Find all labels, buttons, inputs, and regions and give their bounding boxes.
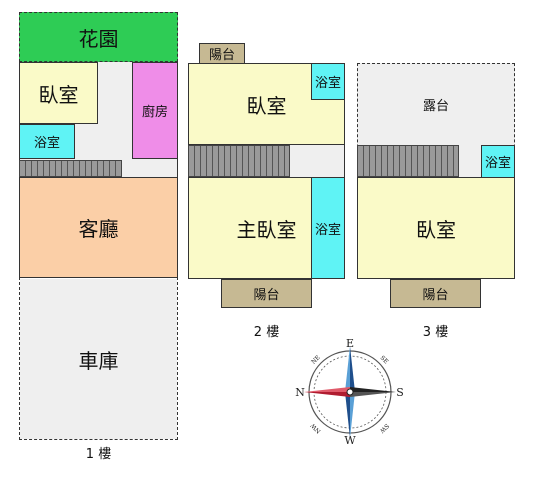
floor-2-bedroom-label: 臥室 [246,93,287,118]
living-room: 客廳 [19,177,178,278]
master-bedroom-label: 主臥室 [236,217,297,242]
floor-2-top-balcony: 陽台 [199,43,245,64]
floor-3-stairs [357,145,459,177]
floor-2-right-bathroom: 浴室 [311,177,345,279]
living-room-label: 客廳 [78,217,119,241]
compass-rose-icon: E W N S NE SE NW SW [295,337,404,447]
floor-3-caption: 3 樓 [422,325,449,340]
garden: 花園 [19,12,178,62]
floor-2-top-bathroom: 浴室 [311,63,345,100]
compass-label-e: E [346,337,354,350]
compass-label-se: SE [379,354,390,365]
floor-2-bottom-balcony: 陽台 [221,279,312,308]
kitchen-label: 廚房 [141,105,168,120]
floor-3-balcony-label: 陽台 [422,288,449,303]
compass-label-nw: NW [309,421,323,435]
garden-label: 花園 [78,26,119,51]
floor-1-caption: 1 樓 [85,447,112,462]
terrace-label: 露台 [422,99,449,114]
garage: 車庫 [20,279,177,439]
floor-2-caption: 2 樓 [253,325,280,340]
floor-1-stairs [19,160,122,177]
compass-label-sw: SW [377,422,390,435]
floor-1-bathroom: 浴室 [19,124,75,159]
floor-3-bathroom-label: 浴室 [484,156,511,171]
floor-1-bedroom-label: 臥室 [38,82,79,107]
floor-2-bottom-balcony-label: 陽台 [253,288,280,303]
floor-1-bedroom: 臥室 [19,62,98,124]
floor-3-bedroom: 臥室 [357,177,515,279]
compass-label-n: N [295,386,305,399]
compass-label-ne: NE [310,354,322,366]
floor-2-stairs [188,145,290,177]
floor-3-balcony: 陽台 [390,279,481,308]
compass-label-s: S [396,386,404,399]
compass-major-points [304,346,396,438]
floor-2-right-bathroom-label: 浴室 [314,222,341,238]
compass-label-w: W [344,434,356,447]
floor-1-bathroom-label: 浴室 [33,136,60,151]
floor-2-top-bathroom-label: 浴室 [314,76,341,91]
garage-label: 車庫 [78,348,119,373]
floor-3-bathroom: 浴室 [481,145,515,178]
floor-3-bedroom-label: 臥室 [416,217,456,242]
floor-2-top-balcony-label: 陽台 [208,48,235,63]
kitchen: 廚房 [132,62,178,159]
